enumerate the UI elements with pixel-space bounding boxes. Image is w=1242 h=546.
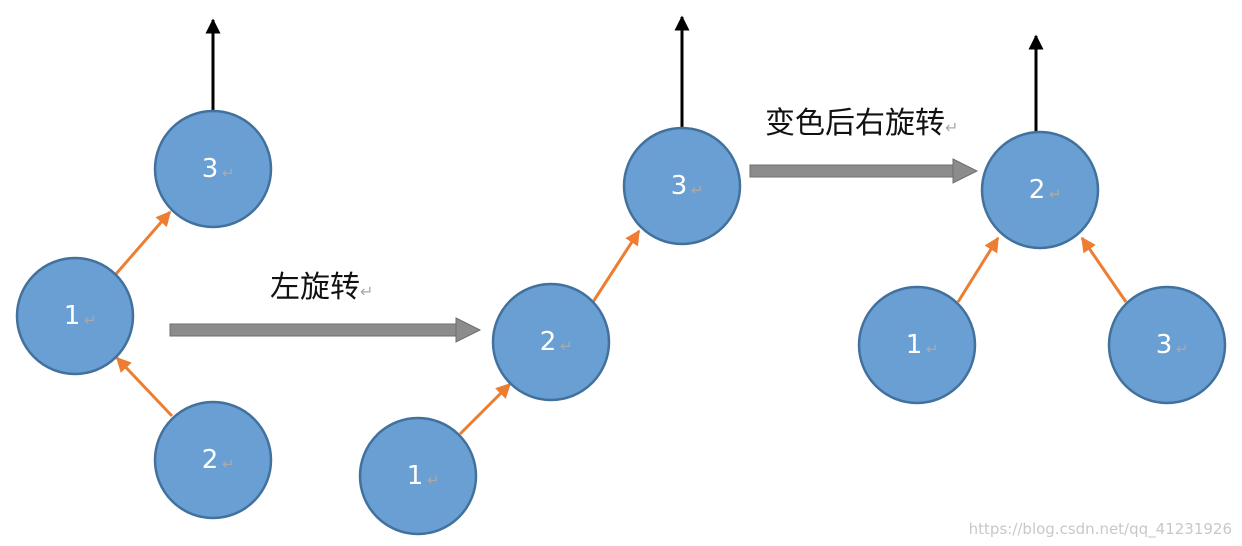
svg-text:↵: ↵: [691, 181, 704, 199]
node-label: 1: [407, 461, 424, 491]
node-label: 2: [540, 327, 557, 357]
tree-node: 2 ↵: [980, 130, 1100, 250]
tree-node: 1 ↵: [15, 256, 135, 376]
tree-node: 1 ↵: [857, 285, 977, 405]
svg-text:↵: ↵: [560, 337, 573, 355]
svg-text:↵: ↵: [222, 455, 235, 473]
node-label: 1: [906, 330, 923, 360]
svg-text:↵: ↵: [427, 471, 440, 489]
node-label: 2: [1029, 175, 1046, 205]
node-label: 2: [202, 445, 219, 475]
tree-node: 3 ↵: [622, 126, 742, 246]
edge-1-to-2: [458, 382, 512, 436]
transition-arrow-recolor-right-rotation: [749, 158, 979, 184]
tree-node: 2 ↵: [153, 400, 273, 520]
transition-arrow-left-rotation: [169, 317, 482, 343]
node-label: 3: [671, 171, 688, 201]
edge-2-to-3: [591, 229, 641, 303]
svg-text:↵: ↵: [1049, 185, 1062, 203]
svg-text:↵: ↵: [222, 164, 235, 182]
caption-recolor-right-rotation: 变色后右旋转↵: [765, 106, 959, 141]
caption-left-rotation: 左旋转↵: [270, 270, 374, 305]
diagram-initial: 3 ↵ 1 ↵ 2 ↵: [15, 18, 273, 520]
tree-node: 2 ↵: [491, 282, 611, 402]
edge-3-to-2: [1080, 236, 1128, 303]
node-label: 1: [64, 301, 81, 331]
diagram-after-right-rotation: 2 ↵ 1 ↵ 3 ↵: [857, 34, 1227, 405]
edge-1-to-3: [114, 210, 172, 275]
node-label: 3: [202, 154, 219, 184]
edge-2-to-1: [115, 356, 174, 418]
diagram-after-left-rotation: 3 ↵ 2 ↵ 1 ↵: [358, 15, 742, 536]
svg-text:↵: ↵: [926, 340, 939, 358]
tree-node: 1 ↵: [358, 416, 478, 536]
watermark: https://blog.csdn.net/qq_41231926: [968, 520, 1232, 538]
node-label: 3: [1156, 330, 1173, 360]
svg-text:↵: ↵: [84, 311, 97, 329]
tree-node: 3 ↵: [153, 109, 273, 229]
svg-text:↵: ↵: [1176, 340, 1189, 358]
tree-node: 3 ↵: [1107, 285, 1227, 405]
edge-1-to-2: [956, 236, 1000, 303]
